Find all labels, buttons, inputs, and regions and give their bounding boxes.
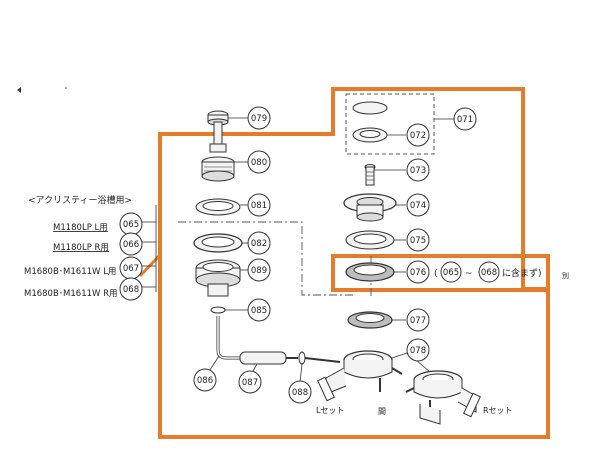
group-title: <アクリスティー浴槽用> bbox=[28, 194, 132, 206]
callout-081: 081 bbox=[247, 193, 271, 217]
middle-label: 間 bbox=[378, 407, 386, 416]
part-077-ring bbox=[347, 311, 393, 329]
svg-text:079: 079 bbox=[251, 114, 267, 124]
part-071-cap bbox=[352, 101, 388, 115]
callout-066: 066 bbox=[119, 232, 143, 256]
callout-077: 077 bbox=[406, 308, 430, 332]
callout-067: 067 bbox=[119, 256, 143, 280]
part-085-small-ring bbox=[210, 306, 226, 314]
svg-text:081: 081 bbox=[251, 201, 267, 211]
callout-087: 087 bbox=[238, 370, 262, 394]
part-075-ring bbox=[345, 230, 395, 250]
svg-text:077: 077 bbox=[410, 316, 426, 326]
svg-text:072: 072 bbox=[410, 131, 426, 141]
callout-088: 088 bbox=[288, 380, 312, 404]
svg-text:076: 076 bbox=[410, 268, 426, 278]
svg-text:080: 080 bbox=[251, 158, 267, 168]
part-088-clamp bbox=[298, 351, 341, 365]
svg-text:078: 078 bbox=[410, 346, 426, 356]
part-082-ring bbox=[193, 233, 243, 253]
svg-text:074: 074 bbox=[410, 201, 426, 211]
model-label-066: M1180LP R用 bbox=[53, 243, 109, 253]
svg-text:075: 075 bbox=[410, 236, 426, 246]
group-box-071 bbox=[345, 93, 435, 155]
svg-text:086: 086 bbox=[197, 376, 213, 386]
callout-089: 089 bbox=[247, 258, 271, 282]
svg-text:068: 068 bbox=[123, 285, 139, 295]
callout-079: 079 bbox=[247, 106, 271, 130]
note-not-included: ( 065 ~ 068 に含まず) 別 bbox=[434, 261, 569, 283]
svg-text:(: ( bbox=[434, 269, 438, 279]
model-label-067: M1680B･M1611W L用 bbox=[24, 267, 116, 277]
callout-074: 074 bbox=[406, 193, 430, 217]
svg-text:089: 089 bbox=[251, 266, 267, 276]
callout-068: 068 bbox=[119, 277, 143, 301]
part-072-ring bbox=[352, 127, 388, 143]
svg-text:065: 065 bbox=[443, 268, 459, 278]
dot-mark bbox=[65, 87, 67, 89]
svg-text:~: ~ bbox=[465, 269, 473, 279]
leader-lines bbox=[142, 117, 454, 383]
callout-086: 086 bbox=[193, 368, 217, 392]
svg-text:068: 068 bbox=[481, 268, 497, 278]
part-081-ring bbox=[195, 198, 241, 216]
callout-075: 075 bbox=[406, 228, 430, 252]
rset-label: Rセット bbox=[483, 406, 513, 415]
svg-text:082: 082 bbox=[251, 239, 267, 249]
guide-line bbox=[178, 221, 355, 296]
highlight-pointer bbox=[138, 253, 162, 278]
svg-text:に含まず): に含まず) bbox=[502, 267, 542, 279]
part-078-rset-body bbox=[405, 370, 481, 425]
svg-text:087: 087 bbox=[242, 378, 258, 388]
callout-082: 082 bbox=[247, 231, 271, 255]
part-078-lset-body bbox=[317, 350, 403, 402]
callout-076: 076 bbox=[406, 260, 430, 284]
callout-085: 085 bbox=[247, 298, 271, 322]
callout-065: 065 bbox=[119, 212, 143, 236]
callout-072: 072 bbox=[406, 123, 430, 147]
part-073-screw bbox=[364, 164, 376, 186]
callout-071: 071 bbox=[453, 107, 477, 131]
svg-text:別: 別 bbox=[562, 271, 569, 280]
part-076-ring bbox=[345, 262, 395, 282]
part-080-stem bbox=[201, 143, 235, 182]
part-079-knob bbox=[207, 110, 229, 145]
model-label-065: M1180LP L用 bbox=[53, 223, 108, 233]
callout-080: 080 bbox=[247, 150, 271, 174]
callout-073: 073 bbox=[406, 158, 430, 182]
model-label-068: M1680B･M1611W R用 bbox=[24, 289, 118, 299]
back-arrow-icon[interactable] bbox=[17, 87, 21, 93]
svg-text:071: 071 bbox=[457, 115, 473, 125]
svg-text:067: 067 bbox=[123, 264, 139, 274]
lset-label: Lセット bbox=[316, 406, 344, 415]
svg-text:065: 065 bbox=[123, 220, 139, 230]
svg-text:066: 066 bbox=[123, 240, 139, 250]
svg-text:085: 085 bbox=[251, 306, 267, 316]
part-087-hose bbox=[239, 351, 298, 365]
svg-text:073: 073 bbox=[410, 166, 426, 176]
callout-078: 078 bbox=[406, 338, 430, 362]
part-086-pipe bbox=[216, 316, 240, 360]
part-074-drain bbox=[343, 193, 397, 222]
highlight-notch-076 bbox=[331, 254, 550, 292]
part-089-body bbox=[195, 259, 241, 297]
svg-text:088: 088 bbox=[292, 388, 308, 398]
